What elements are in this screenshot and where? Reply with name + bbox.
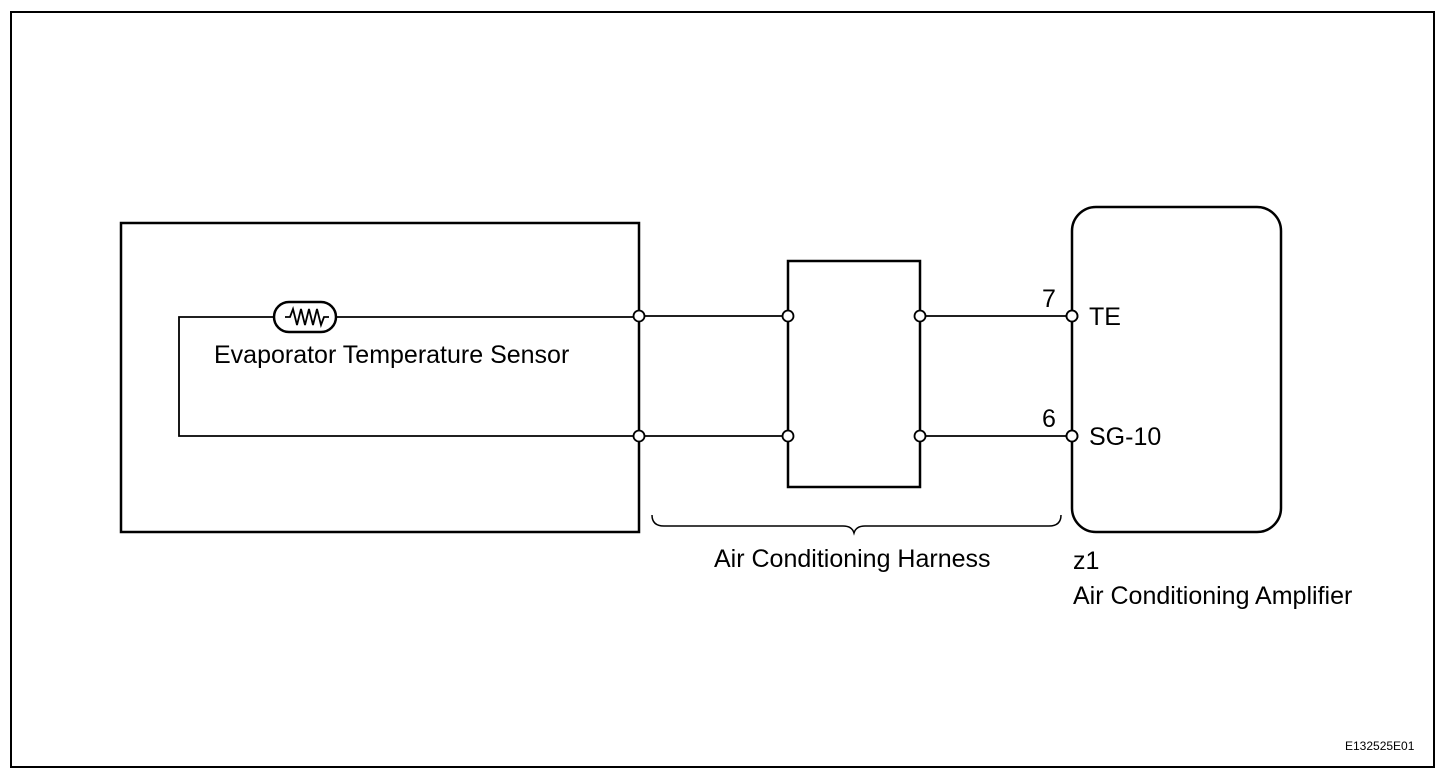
terminal-harness-out-top bbox=[913, 309, 927, 323]
harness-block bbox=[786, 259, 922, 489]
sensor-internal-wire bbox=[178, 316, 639, 437]
pin-number-te: 7 bbox=[1042, 285, 1056, 313]
terminal-harness-in-bottom bbox=[781, 429, 795, 443]
terminal-amp-sg10-front bbox=[1065, 429, 1079, 443]
sensor-enclosure bbox=[119, 221, 641, 534]
amplifier-name: Air Conditioning Amplifier bbox=[1073, 582, 1352, 610]
amplifier-box bbox=[1070, 205, 1283, 534]
amplifier-connector-id: z1 bbox=[1073, 547, 1099, 575]
diagram-frame bbox=[10, 11, 1435, 768]
terminals bbox=[632, 309, 1079, 443]
thermistor-icon bbox=[272, 300, 338, 334]
terminal-sensor-top bbox=[632, 309, 646, 323]
pin-name-sg10: SG-10 bbox=[1089, 423, 1161, 451]
terminal-sensor-bottom bbox=[632, 429, 646, 443]
terminal-harness-out-bottom bbox=[913, 429, 927, 443]
pin-number-sg10: 6 bbox=[1042, 405, 1056, 433]
figure-code: E132525E01 bbox=[1345, 739, 1415, 753]
sensor-label: Evaporator Temperature Sensor bbox=[214, 341, 569, 369]
pin-name-te: TE bbox=[1089, 303, 1121, 331]
terminal-amp-te-front bbox=[1065, 309, 1079, 323]
harness-label: Air Conditioning Harness bbox=[714, 545, 991, 573]
terminal-harness-in-top bbox=[781, 309, 795, 323]
harness-brace bbox=[651, 514, 1062, 536]
